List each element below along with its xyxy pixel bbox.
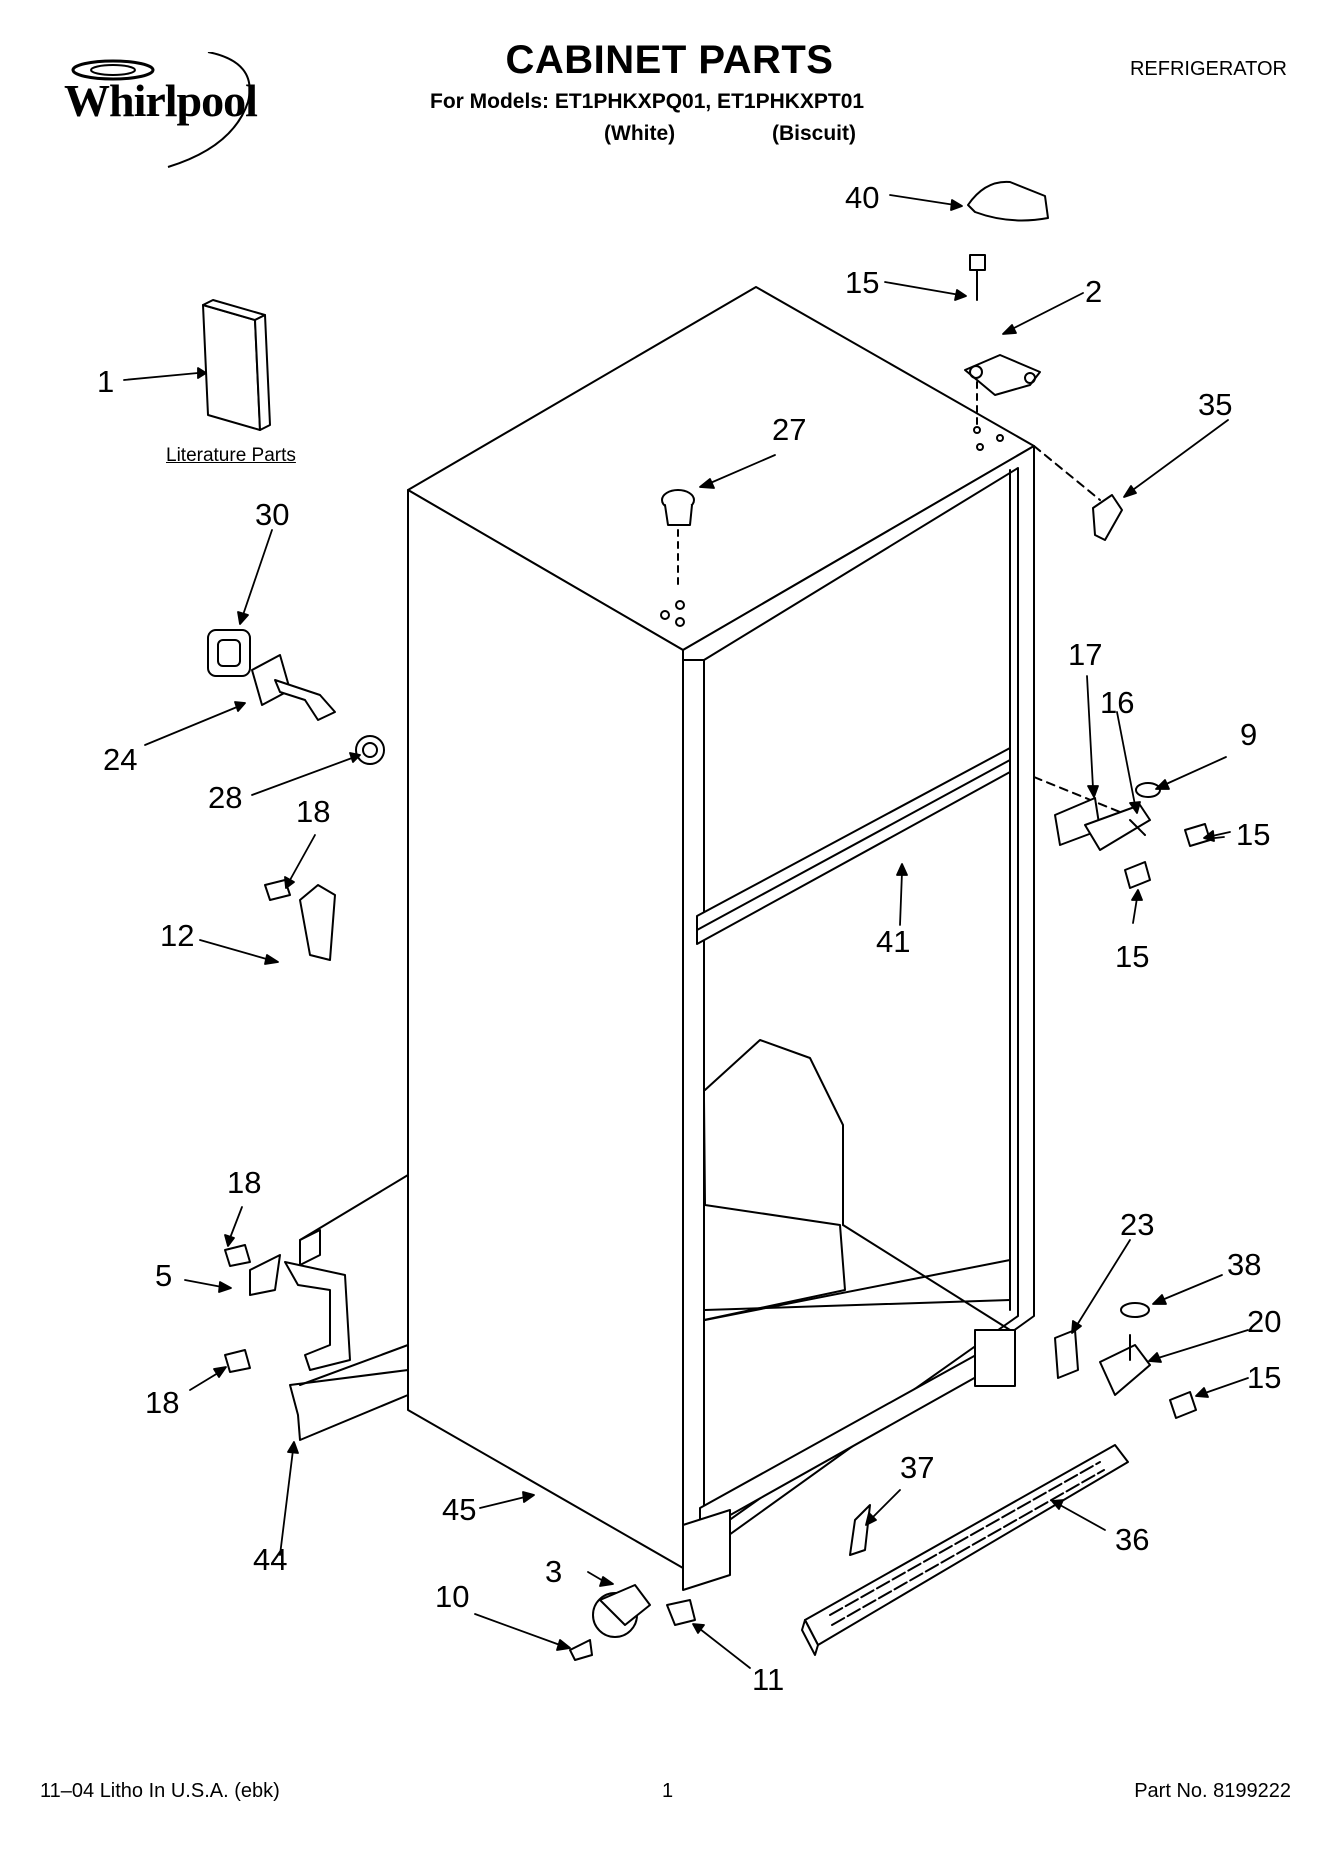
callout-11: 11 bbox=[752, 1662, 784, 1697]
whirlpool-logo: Whirlpool bbox=[58, 52, 288, 172]
callout-28: 28 bbox=[208, 780, 242, 815]
callout-30: 30 bbox=[255, 497, 289, 532]
bottom-rail bbox=[682, 1329, 1016, 1591]
clip-part-12 bbox=[264, 879, 336, 961]
callout-35: 35 bbox=[1198, 387, 1232, 422]
callout-2: 2 bbox=[1085, 274, 1102, 309]
divider-strip bbox=[696, 747, 1011, 945]
leader-lines bbox=[123, 194, 1249, 1669]
top-hinge bbox=[964, 254, 1041, 451]
callout-15-mid: 15 bbox=[1115, 939, 1149, 974]
callout-1: 1 bbox=[97, 364, 114, 399]
top-plug bbox=[660, 489, 695, 627]
callout-41: 41 bbox=[876, 924, 910, 959]
callout-44: 44 bbox=[253, 1542, 287, 1577]
lower-left-hinge-parts bbox=[224, 1174, 409, 1441]
callout-27: 27 bbox=[772, 412, 806, 447]
callout-numbers: 1 40 15 2 27 35 30 24 28 18 12 17 16 9 1… bbox=[97, 180, 1281, 1697]
callout-18-lower: 18 bbox=[145, 1385, 179, 1420]
callout-16: 16 bbox=[1100, 685, 1134, 720]
callout-15-mid-right: 15 bbox=[1236, 817, 1270, 852]
callout-20: 20 bbox=[1247, 1304, 1281, 1339]
brand-name: Whirlpool bbox=[64, 75, 258, 126]
callout-18-mid: 18 bbox=[227, 1165, 261, 1200]
hinge-cover bbox=[1092, 494, 1123, 541]
grille-clip bbox=[849, 1504, 871, 1556]
color-biscuit-label: (Biscuit) bbox=[772, 122, 856, 145]
page-title: CABINET PARTS bbox=[505, 38, 834, 82]
callout-10: 10 bbox=[435, 1579, 469, 1614]
callout-5: 5 bbox=[155, 1258, 172, 1293]
center-hinge-parts bbox=[1033, 776, 1211, 889]
handle-parts bbox=[207, 629, 385, 765]
callout-15-lower: 15 bbox=[1247, 1360, 1281, 1395]
callout-45: 45 bbox=[442, 1492, 476, 1527]
models-line: For Models: ET1PHKXPQ01, ET1PHKXPT01 bbox=[430, 90, 865, 113]
page-number: 1 bbox=[662, 1780, 674, 1802]
callout-12: 12 bbox=[160, 918, 194, 953]
cabinet-body bbox=[407, 286, 1035, 1569]
callout-23: 23 bbox=[1120, 1207, 1154, 1242]
callout-3: 3 bbox=[545, 1554, 562, 1589]
leveling-parts bbox=[569, 1584, 696, 1661]
appliance-type: REFRIGERATOR bbox=[1129, 58, 1287, 80]
callout-17: 17 bbox=[1068, 637, 1102, 672]
hinge-cap bbox=[967, 180, 1049, 222]
callout-15-top: 15 bbox=[845, 265, 879, 300]
literature-parts-label: Literature Parts bbox=[166, 445, 296, 466]
callout-40: 40 bbox=[845, 180, 879, 215]
litho-note: 11–04 Litho In U.S.A. (ebk) bbox=[40, 1780, 280, 1802]
lower-right-hinge-parts bbox=[1054, 1302, 1197, 1419]
literature-book bbox=[202, 299, 271, 431]
swirl-logo-icon bbox=[71, 52, 251, 168]
callout-18-upper: 18 bbox=[296, 794, 330, 829]
callout-37: 37 bbox=[900, 1450, 934, 1485]
callout-9: 9 bbox=[1240, 717, 1257, 752]
part-number: Part No. 8199222 bbox=[1134, 1780, 1291, 1802]
base-grille bbox=[801, 1444, 1129, 1656]
callout-36: 36 bbox=[1115, 1522, 1149, 1557]
callout-24: 24 bbox=[103, 742, 137, 777]
color-white-label: (White) bbox=[604, 122, 676, 145]
callout-38: 38 bbox=[1227, 1247, 1261, 1282]
